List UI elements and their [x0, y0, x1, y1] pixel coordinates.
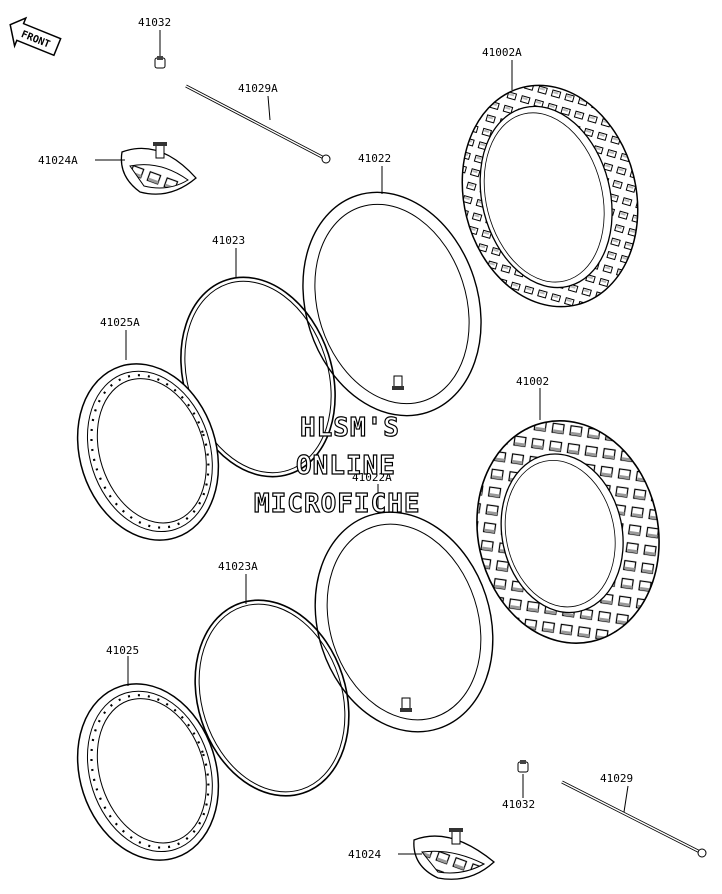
tube-valve-41022: [392, 375, 404, 390]
label-41032-bottom: 41032: [502, 798, 535, 811]
rim-lock-41024A: [120, 142, 197, 195]
label-41025A: 41025A: [100, 316, 140, 329]
tire-41002A: [461, 84, 639, 308]
leader-41029: [623, 785, 629, 813]
watermark-line-2: ONLINE: [296, 451, 396, 481]
label-41022: 41022: [358, 152, 391, 165]
label-41029A: 41029A: [238, 82, 278, 95]
leader-41029A: [267, 95, 271, 121]
tire-41002: [476, 420, 660, 644]
rim-lock-rod-41029A: [185, 84, 331, 164]
label-41024A: 41024A: [38, 154, 78, 167]
front-arrow-badge: FRONT: [9, 16, 62, 57]
rim-41025: [76, 683, 220, 861]
label-41002: 41002: [516, 375, 549, 388]
label-41024: 41024: [348, 848, 381, 861]
rim-41025A: [76, 363, 220, 541]
label-41022A: 41022A: [352, 471, 392, 484]
rim-lock-41024: [413, 828, 495, 880]
label-41029: 41029: [600, 772, 633, 785]
valve-cap-41032-bottom: [517, 760, 529, 773]
watermark-line-3: MICROFICHE: [254, 489, 421, 519]
tube-valve-41022A: [400, 697, 412, 712]
watermark: HLSM'S ONLINE MICROFICHE: [253, 412, 421, 519]
label-41025: 41025: [106, 644, 139, 657]
inner-tube-41022A: [314, 511, 494, 733]
valve-cap-41032-top: [154, 56, 166, 69]
inner-tube-41022: [302, 191, 482, 417]
rim-band-41023A: [194, 599, 350, 797]
watermark-line-1: HLSM'S: [300, 413, 400, 443]
label-41032-top: 41032: [138, 16, 171, 29]
rim-lock-rod-41029: [561, 780, 707, 858]
label-41023A: 41023A: [218, 560, 258, 573]
label-41023: 41023: [212, 234, 245, 247]
label-41002A: 41002A: [482, 46, 522, 59]
